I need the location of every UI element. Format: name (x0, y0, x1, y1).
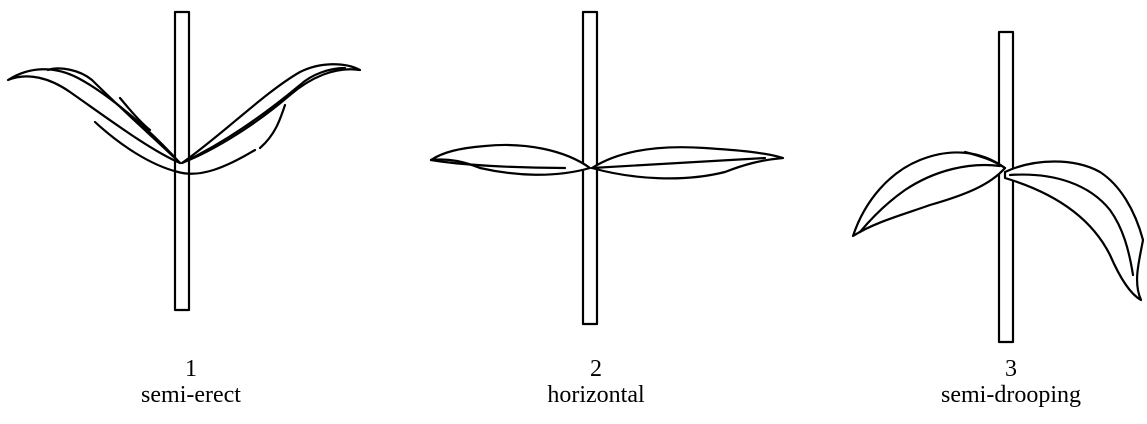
caption-label: semi-erect (141, 382, 241, 408)
leaf-base-curve (93, 120, 257, 175)
horizontal-leaf-icon (429, 10, 785, 326)
semi-erect-leaf-icon (6, 10, 362, 312)
stem (997, 30, 1015, 344)
caption-number: 2 (590, 356, 602, 382)
left-leaf (851, 151, 1007, 238)
semi-drooping-leaf-icon (851, 30, 1145, 344)
caption-label: horizontal (547, 382, 645, 408)
left-leaf (429, 143, 592, 176)
left-leaf-fold (118, 96, 152, 132)
plant-semi-drooping: 3 semi-drooping (765, 0, 1147, 424)
caption-3: 3 semi-drooping (820, 356, 1147, 408)
right-leaf-edge (258, 103, 287, 150)
left-leaf-sheath (963, 150, 1007, 170)
left-leaf-midrib (429, 158, 567, 170)
caption-number: 3 (1005, 356, 1017, 382)
right-leaf-midrib (180, 66, 347, 165)
caption-number: 1 (185, 356, 197, 382)
caption-2: 2 horizontal (405, 356, 787, 408)
right-leaf-midrib (1008, 173, 1135, 277)
plant-horizontal: 2 horizontal (405, 0, 787, 424)
left-leaf-midrib (46, 67, 182, 165)
right-leaf (1003, 160, 1145, 302)
left-leaf-midrib (858, 163, 1002, 234)
caption-1: 1 semi-erect (0, 356, 382, 408)
caption-label: semi-drooping (941, 382, 1081, 408)
right-leaf-midrib (590, 156, 767, 170)
plant-semi-erect: 1 semi-erect (0, 0, 382, 424)
